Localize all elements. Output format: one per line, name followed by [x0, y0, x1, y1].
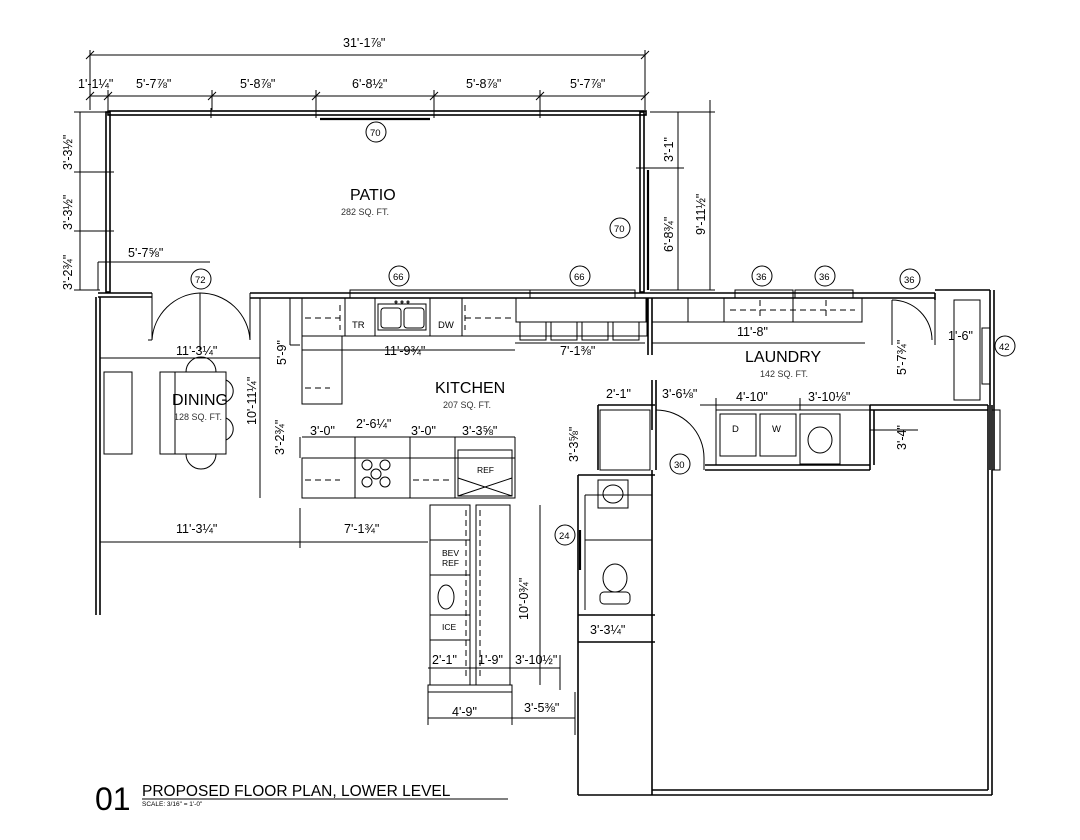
- dim-left-1: 3'-3½": [61, 135, 75, 170]
- dim-laundry-cab: 11'-8": [737, 325, 768, 339]
- dim-top-6: 5'-7⅞": [570, 77, 605, 91]
- tag-36-b: 36: [814, 265, 836, 287]
- fixture-trash: TR: [352, 320, 365, 331]
- dim-right-2: 6'-8¾": [662, 217, 676, 252]
- fixture-washer: W: [772, 424, 781, 435]
- tag-66-left: 66: [388, 265, 410, 287]
- drawing-title: 01 PROPOSED FLOOR PLAN, LOWER LEVEL SCAL…: [95, 781, 508, 817]
- left-dimension-lines: [74, 111, 110, 291]
- svg-text:36: 36: [904, 275, 915, 286]
- tag-72: 72: [190, 268, 212, 290]
- dim-pantry-2: 1'-9": [478, 653, 503, 667]
- dim-laundry-1: 4'-10": [736, 390, 768, 404]
- patio-area: 282 SQ. FT.: [341, 207, 389, 217]
- kitchen-dim-lines: [100, 298, 865, 685]
- kitchen-label: KITCHEN: [435, 380, 505, 397]
- dim-bev-vert: 10'-0¾": [517, 578, 531, 620]
- tag-66-right: 66: [569, 265, 591, 287]
- dim-overall-top: 31'-1⅞": [343, 36, 385, 50]
- svg-text:72: 72: [195, 275, 206, 286]
- dim-left-2: 3'-3½": [61, 195, 75, 230]
- patio-outline: [97, 108, 650, 293]
- svg-text:30: 30: [674, 460, 685, 471]
- tag-70-top: 70: [365, 121, 387, 143]
- dim-k-3-0-b: 3'-0": [411, 424, 436, 438]
- svg-text:24: 24: [559, 531, 570, 542]
- top-dimension-lines: [85, 50, 650, 110]
- dim-pantry-1: 2'-1": [432, 653, 457, 667]
- dim-top-4: 6'-8½": [352, 77, 387, 91]
- tag-36-a: 36: [751, 265, 773, 287]
- dining-label: DINING: [172, 392, 228, 409]
- tag-70-right: 70: [609, 217, 631, 239]
- dim-kitchen-vert-2: 3'-2¾": [273, 420, 287, 455]
- svg-text:36: 36: [756, 272, 767, 283]
- tag-42: 42: [994, 335, 1016, 357]
- dim-bath-1: 3'-6⅛": [662, 387, 697, 401]
- dim-bath-w: 2'-1": [606, 387, 631, 401]
- svg-text:36: 36: [819, 272, 830, 283]
- svg-text:70: 70: [614, 224, 625, 235]
- bath-fixtures: [597, 479, 631, 605]
- svg-text:66: 66: [574, 272, 585, 283]
- patio-label: PATIO: [350, 187, 396, 204]
- title-scale: SCALE: 3/16" = 1'-0": [142, 801, 203, 808]
- dim-laundry-vert-2: 3'-4": [895, 425, 909, 450]
- dim-dining-top: 11'-3¼": [176, 344, 217, 358]
- dim-top-5: 5'-8⅞": [466, 77, 501, 91]
- svg-text:42: 42: [999, 342, 1010, 353]
- laundry-cabinets: [599, 297, 981, 471]
- dim-kitchen-island-top: 7'-1⅜": [560, 344, 595, 358]
- fixture-dryer: D: [732, 424, 739, 435]
- dining-furniture: [103, 356, 234, 470]
- kitchen-top-counters: [301, 297, 648, 405]
- dim-top-3: 5'-8⅞": [240, 77, 275, 91]
- dim-kitchen-top-cab: 11'-9¾": [384, 344, 425, 358]
- dim-laundry-1-6: 1'-6": [948, 329, 973, 343]
- kitchen-area: 207 SQ. FT.: [443, 400, 491, 410]
- dim-laundry-vert-1: 5'-7¾": [895, 340, 909, 375]
- dim-laundry-2: 3'-10⅛": [808, 390, 850, 404]
- dim-dining-bottom: 11'-3¼": [176, 522, 217, 536]
- svg-text:66: 66: [393, 272, 404, 283]
- dim-bath-bottom: 3'-3¼": [590, 623, 625, 637]
- fixture-ref-2: REF: [442, 558, 459, 568]
- dim-patio-door: 5'-7⅝": [128, 246, 163, 260]
- dim-right-1: 3'-1": [662, 137, 676, 162]
- dim-bottom-2: 3'-5⅜": [524, 701, 559, 715]
- tag-24: 24: [554, 524, 576, 546]
- tag-30: 30: [669, 453, 691, 475]
- svg-text:70: 70: [370, 128, 381, 139]
- dim-pantry-3: 3'-10½": [515, 653, 557, 667]
- dim-k-ref: 3'-3⅝": [462, 424, 497, 438]
- dim-right-overall: 9'-11½": [694, 194, 708, 235]
- right-dimension-lines: [650, 100, 715, 291]
- laundry-label: LAUNDRY: [745, 349, 822, 366]
- laundry-area: 142 SQ. FT.: [760, 369, 808, 379]
- fixture-ref: REF: [477, 465, 494, 475]
- dim-kitchen-vert-1: 5'-9": [275, 340, 289, 365]
- title-text: PROPOSED FLOOR PLAN, LOWER LEVEL: [142, 783, 451, 800]
- dim-dining-h: 10'-11¼": [245, 377, 259, 425]
- dim-k-range: 2'-6¼": [356, 417, 391, 431]
- title-number: 01: [95, 781, 131, 817]
- fixture-bev: BEV: [442, 548, 459, 558]
- dim-bottom-1: 4'-9": [452, 705, 477, 719]
- tag-36-c: 36: [899, 268, 921, 290]
- dim-top-2: 5'-7⅞": [136, 77, 171, 91]
- fixture-ice: ICE: [442, 622, 457, 632]
- dining-area: 128 SQ. FT.: [174, 412, 222, 422]
- dim-kitchen-bottom: 7'-1¾": [344, 522, 379, 536]
- dim-k-3-0-a: 3'-0": [310, 424, 335, 438]
- dim-bath-vert: 3'-3⅝": [567, 427, 581, 462]
- dim-left-3: 3'-2¾": [61, 255, 75, 290]
- dim-top-1: 1'-1¼": [78, 77, 113, 91]
- kitchen-range-row: [299, 437, 516, 499]
- pantry-cabinets: [427, 504, 576, 735]
- fixture-dishwasher: DW: [438, 320, 454, 331]
